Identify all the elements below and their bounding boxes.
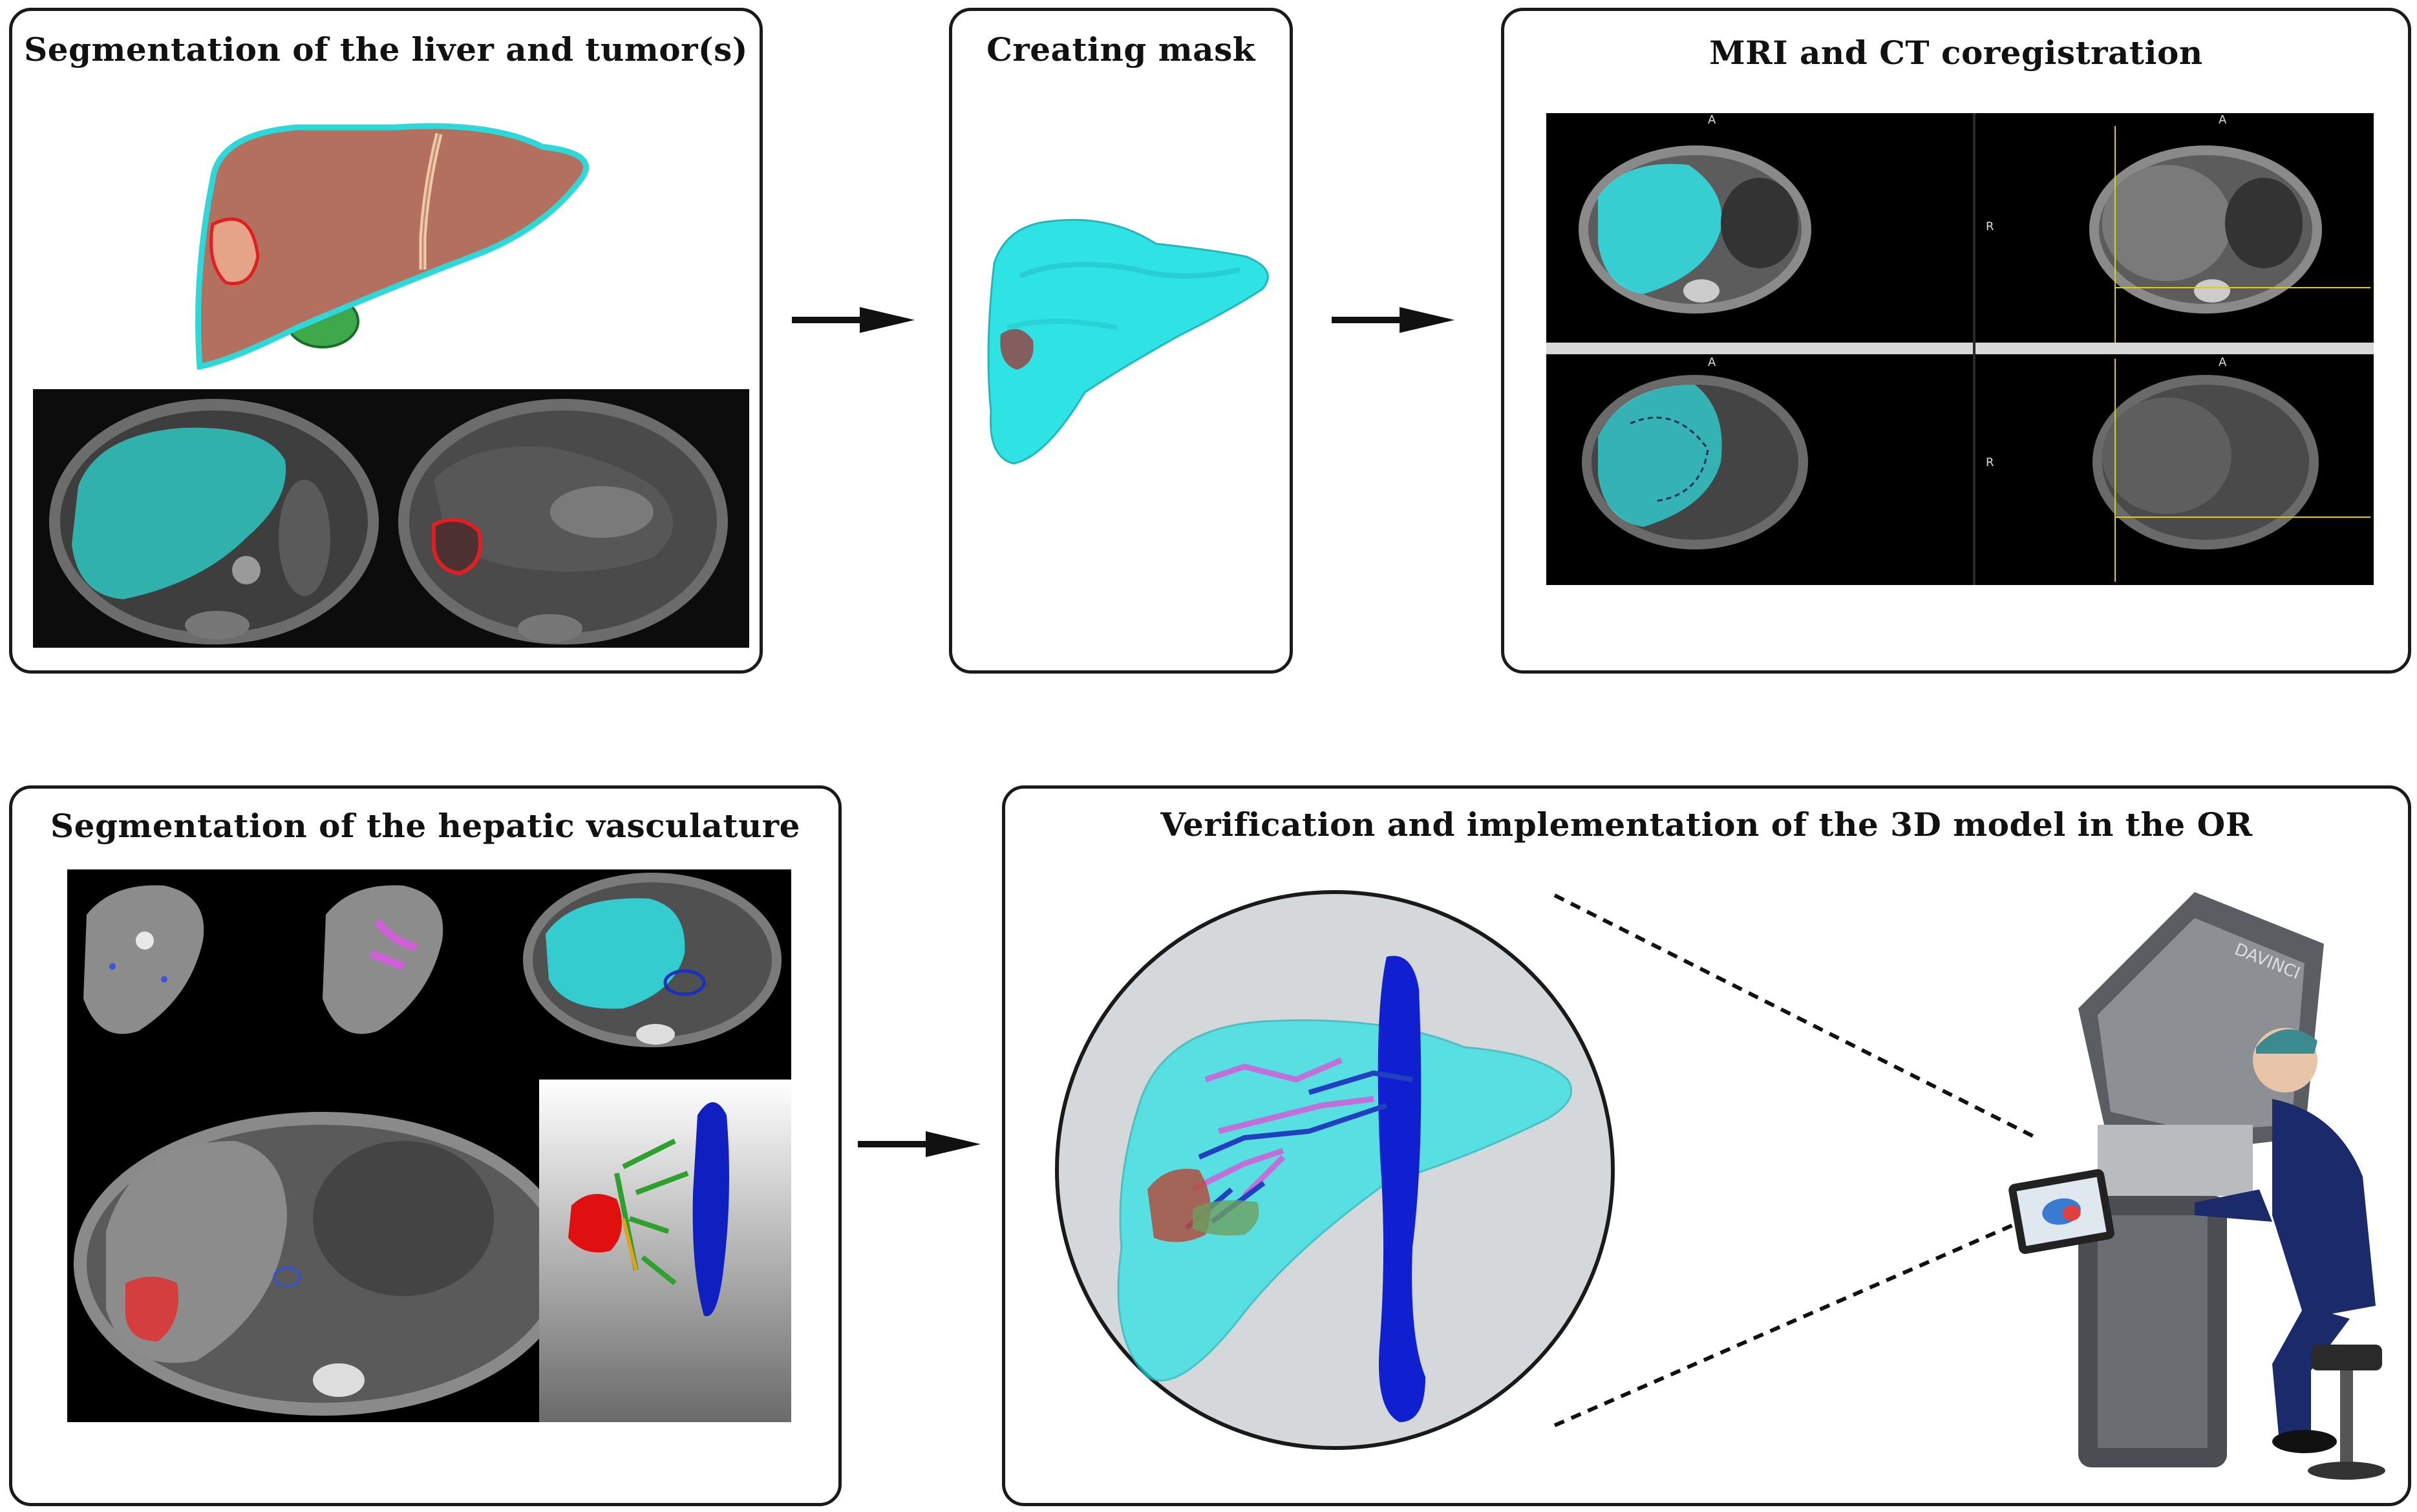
ct-liver-overlay: [546, 898, 685, 1009]
tumor-shape: [209, 217, 260, 286]
panel-hepatic-vasculature: Segmentation of the hepatic vasculature: [9, 785, 842, 1506]
arrow-right-icon: [792, 307, 915, 333]
dashed-connector-icon: [1553, 893, 2044, 1427]
view-label-a: A: [1708, 356, 1716, 369]
ct-liver-overlay: [1598, 164, 1722, 294]
vasculature-3d-inset: [539, 1080, 791, 1422]
surgical-robot-console: DAVINCI: [2008, 892, 2385, 1480]
panel-title: Verification and implementation of the 3…: [1160, 805, 2253, 844]
tumor-contour: [432, 518, 482, 576]
view-label-a: A: [2219, 356, 2227, 369]
view-label-r: R: [1986, 456, 1994, 469]
mri-slices: [33, 389, 749, 648]
panel-creating-mask: Creating mask: [949, 8, 1293, 674]
mri-liver-overlay: [1598, 385, 1722, 527]
panel-title: Creating mask: [986, 30, 1255, 69]
ct-vasculature-composite: [67, 869, 791, 1422]
liver-mask-3d: [987, 218, 1269, 465]
panel-title: Segmentation of the liver and tumor(s): [24, 30, 748, 69]
arrow-right-icon: [858, 1131, 981, 1157]
panel-liver-tumor-segmentation: Segmentation of the liver and tumor(s): [9, 8, 763, 674]
liver-segmentation-overlay: [72, 427, 286, 599]
view-label-a: A: [2219, 113, 2227, 127]
hepatic-veins: [1191, 1057, 1374, 1198]
coregistration-viewer: A A A A R R: [1546, 113, 2374, 585]
arrow-right-icon: [1332, 307, 1454, 333]
tumor-region: [125, 1277, 178, 1341]
view-label-r: R: [1986, 220, 1994, 233]
liver-shape: [195, 123, 589, 370]
gallbladder-model: [1193, 1200, 1259, 1236]
liver-3d-model-view: [1055, 890, 1615, 1450]
panel-mri-ct-coregistration: MRI and CT coregistration: [1501, 8, 2411, 674]
panel-title: Segmentation of the hepatic vasculature: [50, 807, 800, 845]
panel-verification-or: Verification and implementation of the 3…: [1002, 785, 2411, 1506]
panel-title: MRI and CT coregistration: [1709, 34, 2203, 72]
tumor-mask: [1000, 329, 1034, 370]
view-label-a: A: [1708, 113, 1716, 127]
liver-illustration: [195, 123, 589, 370]
vena-cava-shape: [1378, 955, 1425, 1422]
